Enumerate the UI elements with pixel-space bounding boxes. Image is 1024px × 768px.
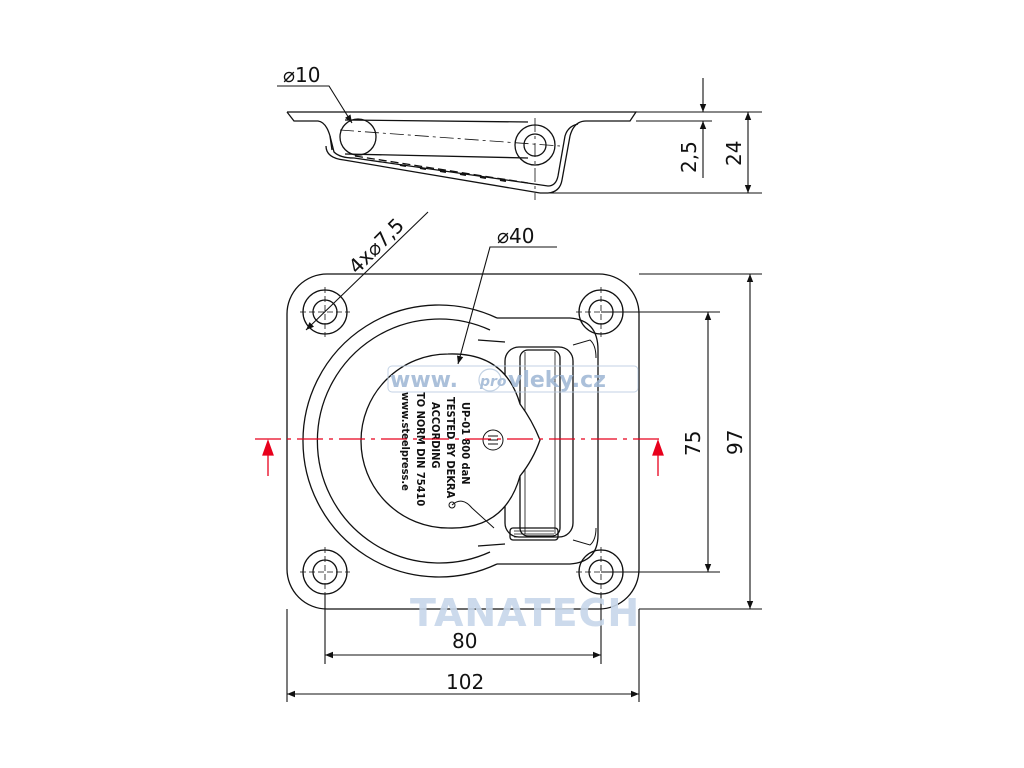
plate-outline: [286, 273, 640, 610]
side-view: [277, 85, 638, 200]
logo-mark: [482, 429, 504, 451]
dim-side-hole: ⌀10: [283, 63, 321, 87]
watermark-site-mid: pro: [479, 374, 507, 390]
leaders: [305, 211, 557, 365]
dim-hole-spacing-h: 80: [452, 629, 477, 653]
side-hole-left: [339, 118, 377, 156]
dim-thickness: 2,5: [677, 141, 701, 173]
top-dimensions-horizontal: [286, 594, 640, 702]
top-dimensions-vertical: [601, 273, 762, 610]
mount-hole-tl: [300, 287, 350, 337]
dim-plate-width: 102: [446, 670, 484, 694]
side-dimensions: [548, 78, 762, 194]
watermark-brand: TANATECH: [410, 591, 640, 635]
label-text: UP-01 800 daN TESTED BY DEKRA ACCORDING …: [399, 392, 472, 506]
label-line1: UP-01 800 daN: [459, 402, 472, 485]
dim-total-height: 24: [722, 141, 746, 166]
watermark-site: www. pro vleky.cz: [387, 365, 639, 393]
label-line4: TO NORM DIN 75410: [414, 392, 427, 506]
mount-hole-bl: [300, 547, 350, 597]
label-disc: [360, 353, 541, 529]
label-line5: www.steelpress.e: [399, 392, 412, 491]
dim-mount-holes: 4x⌀7,5: [344, 213, 409, 278]
top-view: [286, 273, 640, 610]
dim-ring-diameter: ⌀40: [497, 224, 535, 248]
label-line3: ACCORDING: [429, 402, 442, 469]
section-line: [255, 438, 665, 476]
label-line2: TESTED BY DEKRA: [444, 397, 457, 499]
watermark-site-left: www.: [390, 368, 458, 393]
dim-plate-height: 97: [723, 430, 747, 455]
dim-hole-spacing-v: 75: [681, 431, 705, 456]
watermark-site-right: vleky.cz: [508, 368, 606, 393]
